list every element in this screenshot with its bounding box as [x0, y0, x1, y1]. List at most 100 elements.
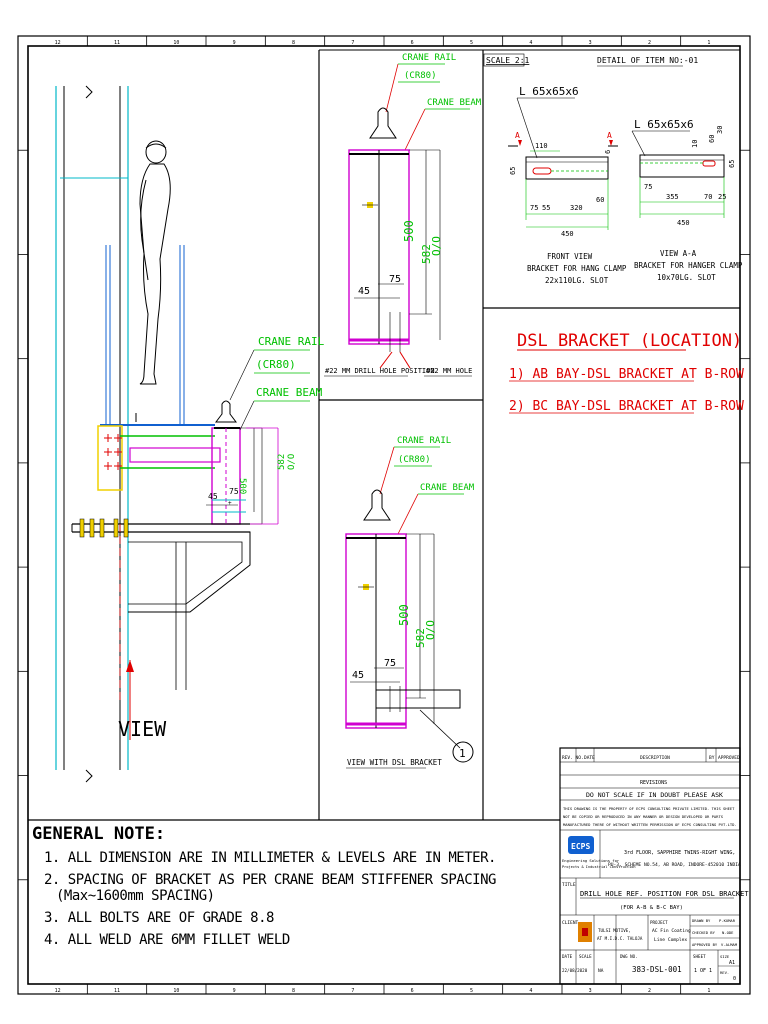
detail-title: DETAIL OF ITEM NO:-01	[597, 56, 698, 65]
border-number-top: 9	[233, 40, 236, 46]
rev-no-header: REV. NO.	[562, 755, 584, 761]
general-note-4: 4. ALL WELD ARE 6MM FILLET WELD	[44, 932, 290, 948]
beam-section-top: CRANE RAIL (CR80) CRANE BEAM 500 582 O/O…	[324, 53, 482, 377]
border-number-bottom: 1	[707, 988, 710, 994]
dim-30: 30	[716, 126, 724, 134]
sheet-value: 1 OF 1	[694, 968, 712, 974]
top-dim-od: O/O	[430, 236, 443, 256]
left-view-label: VIEW	[118, 717, 167, 741]
left-dim-od: O/O	[287, 454, 297, 470]
rev-date-header: DATE	[584, 755, 595, 761]
dim-6: 6	[604, 150, 612, 154]
detail-panel: SCALE 2:1 DETAIL OF ITEM NO:-01 L 65x65x…	[483, 53, 743, 285]
border-number-bottom: 8	[292, 988, 295, 994]
rev-by-header: BY	[709, 755, 715, 761]
title-block-text: REV. NO. DATE DESCRIPTION BY APPROVED RE…	[562, 755, 749, 982]
bottom-caption: VIEW WITH DSL BRACKET	[347, 758, 442, 767]
border-number-top: 3	[589, 40, 592, 46]
bottom-dim-od: O/O	[424, 620, 437, 640]
project-line-2: Line Complex	[654, 937, 687, 943]
front-angle-size: L 65x65x6	[519, 85, 579, 98]
size-label: SIZE	[720, 954, 730, 959]
top-crane-rail-size: (CR80)	[404, 71, 437, 81]
border-number-bottom: 9	[233, 988, 236, 994]
approved-by-value: V.ALMAM	[721, 942, 738, 947]
rev-approved-header: APPROVED	[718, 755, 740, 761]
project-line-1: AC Fin Coating	[652, 928, 691, 934]
front-caption-3: 22x110LG. SLOT	[545, 276, 609, 285]
project-label: PROJECT	[650, 920, 668, 925]
scale-label: SCALE	[579, 954, 592, 959]
dim-355: 355	[666, 193, 679, 201]
scale-value: NA	[598, 968, 604, 974]
company-logo	[568, 836, 594, 854]
border-number-bottom: 10	[173, 988, 179, 994]
location-line-1: 1) AB BAY-DSL BRACKET AT B-ROW	[509, 367, 744, 382]
front-caption-1: FRONT VIEW	[547, 252, 593, 261]
top-dim-45: 45	[358, 286, 370, 297]
border-number-top: 1	[707, 40, 710, 46]
dim-60-side: 60	[708, 135, 716, 143]
border-number-top: 5	[470, 40, 473, 46]
border-number-top: 7	[351, 40, 354, 46]
rev-value: 0	[733, 976, 736, 982]
dim-450-front: 450	[561, 230, 574, 238]
border-number-bottom: 5	[470, 988, 473, 994]
person-figure	[135, 140, 171, 422]
border-number-bottom: 11	[114, 988, 120, 994]
side-caption-1: VIEW A-A	[660, 249, 697, 258]
left-crane-rail-label: CRANE RAIL	[258, 335, 325, 348]
beam-section-bottom: CRANE RAIL (CR80) CRANE BEAM 500 582 O/O…	[345, 436, 475, 769]
company-logo-text: ECPS	[571, 842, 590, 851]
left-dim-45: 45	[208, 492, 218, 501]
front-section-a-right: A	[607, 131, 612, 140]
top-crane-beam-label: CRANE BEAM	[427, 98, 482, 108]
left-dim-500: 500	[237, 478, 247, 494]
border-number-bottom: 12	[55, 988, 61, 994]
date-value: 22/08/2020	[562, 968, 588, 973]
dim-10: 10	[691, 140, 699, 148]
top-crane-rail-label: CRANE RAIL	[402, 53, 456, 63]
client-line-1: TULSI MOTIVE,	[598, 928, 631, 933]
dim-320: 320	[570, 204, 583, 212]
item-balloon	[452, 741, 474, 763]
dwg-no-label: DWG NO.	[620, 954, 638, 959]
drawing-title-1: DRILL HOLE REF. POSITION FOR DSL BRACKET	[580, 890, 749, 898]
bottom-crane-beam-label: CRANE BEAM	[420, 483, 475, 493]
dim-75-side: 75	[644, 183, 652, 191]
side-caption-3: 10x70LG. SLOT	[657, 273, 716, 282]
left-elevation-view: + CRANE RAIL (CR80) CRANE BEAM 500 582 O…	[55, 85, 325, 783]
bottom-crane-rail-label: CRANE RAIL	[397, 436, 451, 446]
property-note-3: MANUFACTURED THERE OF WITHOUT WRITTEN PE…	[563, 822, 737, 827]
border-number-bottom: 2	[648, 988, 651, 994]
general-note-2: 2. SPACING OF BRACKET AS PER CRANE BEAM …	[44, 872, 496, 888]
border-number-top: 4	[529, 40, 532, 46]
border-number-top: 6	[411, 40, 414, 46]
border-number-top: 2	[648, 40, 651, 46]
side-angle-size: L 65x65x6	[634, 118, 694, 131]
general-note-3: 3. ALL BOLTS ARE OF GRADE 8.8	[44, 910, 274, 926]
svg-text:+: +	[228, 500, 232, 507]
border-number-bottom: 3	[589, 988, 592, 994]
border-number-top: 11	[114, 40, 120, 46]
logo-tagline-2: Projects & Industrial Construction	[562, 865, 636, 869]
top-dim-500: 500	[402, 220, 416, 242]
bottom-dim-500: 500	[397, 604, 411, 626]
rev-desc-header: DESCRIPTION	[640, 755, 670, 761]
dim-60-front: 60	[596, 196, 604, 204]
address-line-1: 3rd FLOOR, SAPPHIRE TWINS-RIGHT WING,	[624, 850, 735, 856]
location-line-2: 2) BC BAY-DSL BRACKET AT B-ROW	[509, 399, 744, 414]
side-caption-2: BRACKET FOR HANGER CLAMP	[634, 261, 743, 270]
title-label: TITLE	[562, 882, 576, 888]
border-number-bottom: 6	[411, 988, 414, 994]
revisions-label: REVISIONS	[640, 780, 667, 786]
general-note-2-detail: (Max~1600mm SPACING)	[56, 888, 215, 904]
left-crane-beam-label: CRANE BEAM	[256, 386, 323, 399]
dim-25: 25	[718, 193, 726, 201]
logo-tagline-1: Engineering Solutions for	[562, 858, 620, 863]
sheet-label: SHEET	[693, 954, 706, 959]
general-note-heading: GENERAL NOTE:	[32, 824, 166, 844]
